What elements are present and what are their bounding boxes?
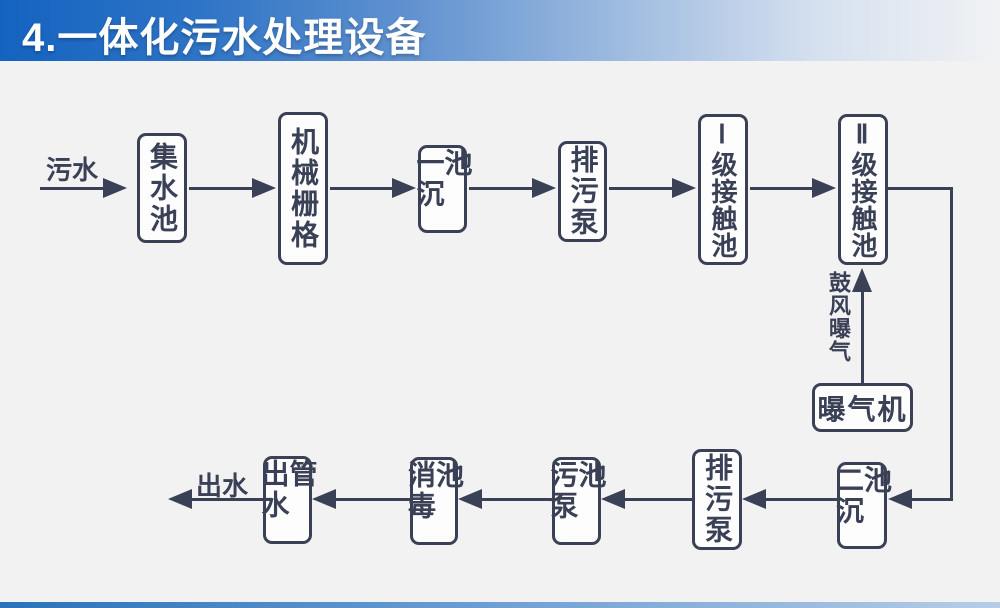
connector-to-secondary-line (912, 498, 953, 501)
node-contact-tank-1-label: Ⅰ级接触池 (708, 120, 738, 259)
arrow-sludge-to-disinfection-line (482, 498, 552, 501)
arrow-disinfection-to-outlet-head-icon (312, 489, 336, 509)
node-aerator: 曝气机 (812, 383, 913, 432)
aeration-label: 鼓风曝气 (826, 271, 851, 363)
node-secondary-sedimentation-label: 二沉池 (833, 465, 892, 527)
arrow-outflow-head-icon (168, 489, 192, 509)
node-primary-sedimentation: 一沉池 (414, 145, 473, 233)
node-secondary-sedimentation: 二沉池 (833, 462, 892, 549)
arrow-outflow-line (192, 498, 263, 501)
arrow-contact1-to-contact2-line (750, 187, 813, 190)
arrow-pump-to-contact1-line (609, 187, 673, 190)
arrow-pump-to-contact1-head-icon (672, 178, 696, 198)
arrow-aerator-head-icon (852, 268, 872, 292)
arrow-primary-to-pump-line (469, 187, 533, 190)
node-sewage-pump-top: 排污泵 (558, 141, 607, 242)
arrow-pump-to-sludge-head-icon (601, 489, 625, 509)
arrow-collection-to-grid-line (189, 187, 253, 190)
node-collection-tank-label: 集水池 (147, 141, 178, 235)
connector-contact2-right-line (888, 187, 953, 190)
arrow-secondary-to-pump-line (766, 498, 837, 501)
arrow-collection-to-grid-head-icon (252, 178, 276, 198)
arrow-grid-to-primary-head-icon (392, 178, 416, 198)
arrow-aerator-line (861, 291, 864, 383)
connector-to-secondary-head-icon (888, 489, 912, 509)
arrow-inflow-head-icon (103, 178, 127, 198)
inflow-label: 污水 (46, 155, 99, 185)
node-contact-tank-2: Ⅱ级接触池 (838, 114, 888, 265)
arrow-contact1-to-contact2-head-icon (812, 178, 836, 198)
node-primary-sedimentation-label: 一沉池 (413, 148, 473, 210)
node-mechanical-grid-label: 机械栅格 (288, 126, 319, 251)
arrow-pump-to-sludge-line (625, 498, 692, 501)
title-bar: 4.一体化污水处理设备 (0, 0, 1000, 61)
node-outlet-pipe: 出水管 (259, 456, 318, 544)
arrow-grid-to-primary-line (330, 187, 393, 190)
node-mechanical-grid: 机械栅格 (278, 112, 328, 265)
node-sewage-pump-bottom: 排污泵 (692, 449, 742, 550)
page-title: 4.一体化污水处理设备 (22, 16, 427, 60)
node-outlet-pipe-label: 出水管 (258, 459, 318, 521)
node-sludge-pump-tank: 污泵池 (548, 457, 607, 545)
node-sludge-pump-tank-label: 污泵池 (547, 460, 607, 522)
node-collection-tank: 集水池 (137, 133, 187, 243)
node-disinfection-tank: 消毒池 (405, 457, 464, 545)
outflow-label: 出水 (196, 471, 249, 501)
arrow-inflow-line (40, 187, 104, 190)
node-sewage-pump-top-label: 排污泵 (567, 145, 599, 238)
arrow-secondary-to-pump-head-icon (742, 489, 766, 509)
arrow-disinfection-to-outlet-line (336, 498, 410, 501)
node-disinfection-tank-label: 消毒池 (405, 460, 464, 522)
arrow-primary-to-pump-head-icon (532, 178, 556, 198)
node-contact-tank-2-label: Ⅱ级接触池 (848, 120, 878, 259)
node-aerator-label: 曝气机 (817, 393, 908, 425)
arrow-sludge-to-disinfection-head-icon (458, 489, 482, 509)
node-contact-tank-1: Ⅰ级接触池 (698, 114, 748, 265)
bottom-accent-bar (0, 602, 1000, 608)
node-sewage-pump-bottom-label: 排污泵 (702, 453, 733, 546)
connector-down-line (950, 187, 953, 501)
